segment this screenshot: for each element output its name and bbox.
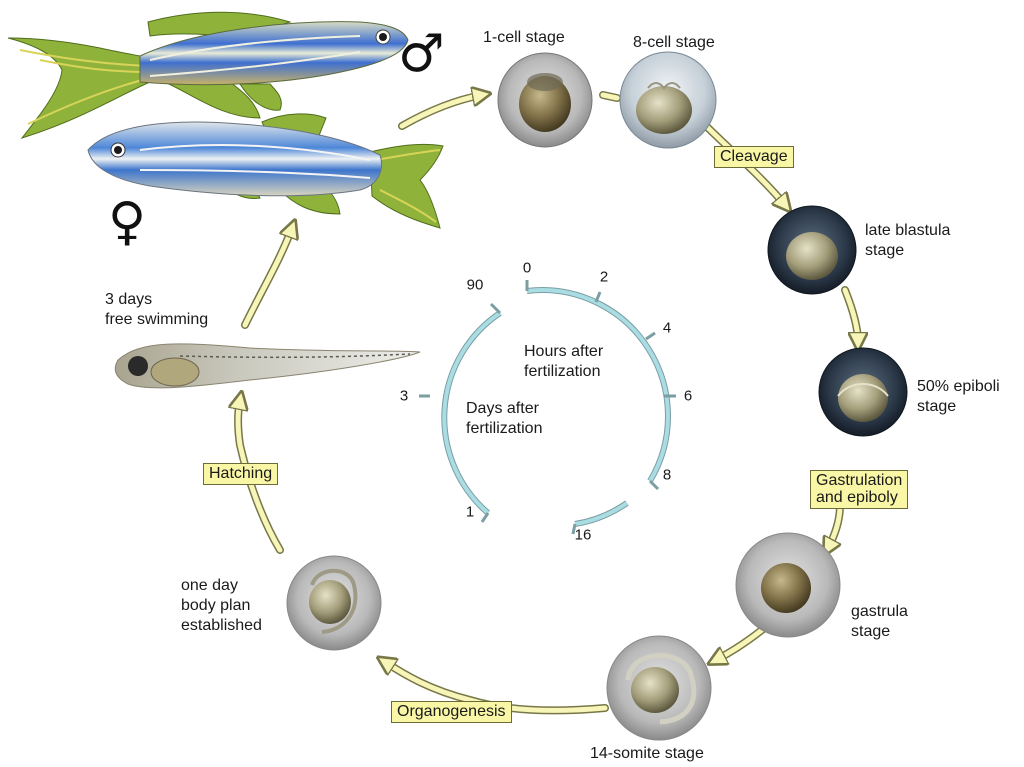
embryo-1-cell [498,53,592,147]
process-box-cleavage: Cleavage [714,146,794,168]
stage-label-14-somite: 14-somite stage [590,744,704,764]
embryo-8-cell [620,52,716,148]
stage-label-50-epiboly: 50% epiboli stage [917,377,1000,417]
stage-label-late-blastula: late blastula stage [865,221,950,261]
day-tick-label: 1 [466,504,474,521]
female-symbol-icon: ♀ [108,196,146,248]
stage-label-1-cell: 1-cell stage [483,28,565,48]
male-zebrafish [8,12,408,138]
hour-tick-label: 4 [663,320,671,337]
day-tick-label: 90 [467,277,484,294]
larva-3-days [115,344,420,388]
process-box-organogenesis: Organogenesis [391,701,512,723]
hour-tick-label: 6 [684,388,692,405]
embryo-late-blastula [768,206,856,294]
timeline-ticks [419,280,676,534]
embryo-one-day [287,556,381,650]
stage-label-one-day: one day body plan established [181,576,262,636]
embryo-14-somite [607,636,711,740]
hour-tick-label: 2 [600,269,608,286]
hour-tick-label: 8 [663,467,671,484]
stage-label-free-swimming: 3 days free swimming [105,290,208,330]
timeline-days-label: Days after fertilization [466,399,542,439]
hour-tick-label: 0 [523,260,531,277]
stage-label-gastrula: gastrula stage [851,602,908,642]
process-box-gastrulation: Gastrulation and epiboly [810,470,908,509]
process-box-hatching: Hatching [203,463,278,485]
timeline-hours-label: Hours after fertilization [524,342,603,382]
male-symbol-icon: ♂ [398,28,445,80]
embryo-gastrula [736,533,840,637]
stage-label-8-cell: 8-cell stage [633,33,715,53]
hour-tick-label: 16 [575,527,592,544]
embryo-50-percent-epiboly [819,348,907,436]
day-tick-label: 3 [400,388,408,405]
